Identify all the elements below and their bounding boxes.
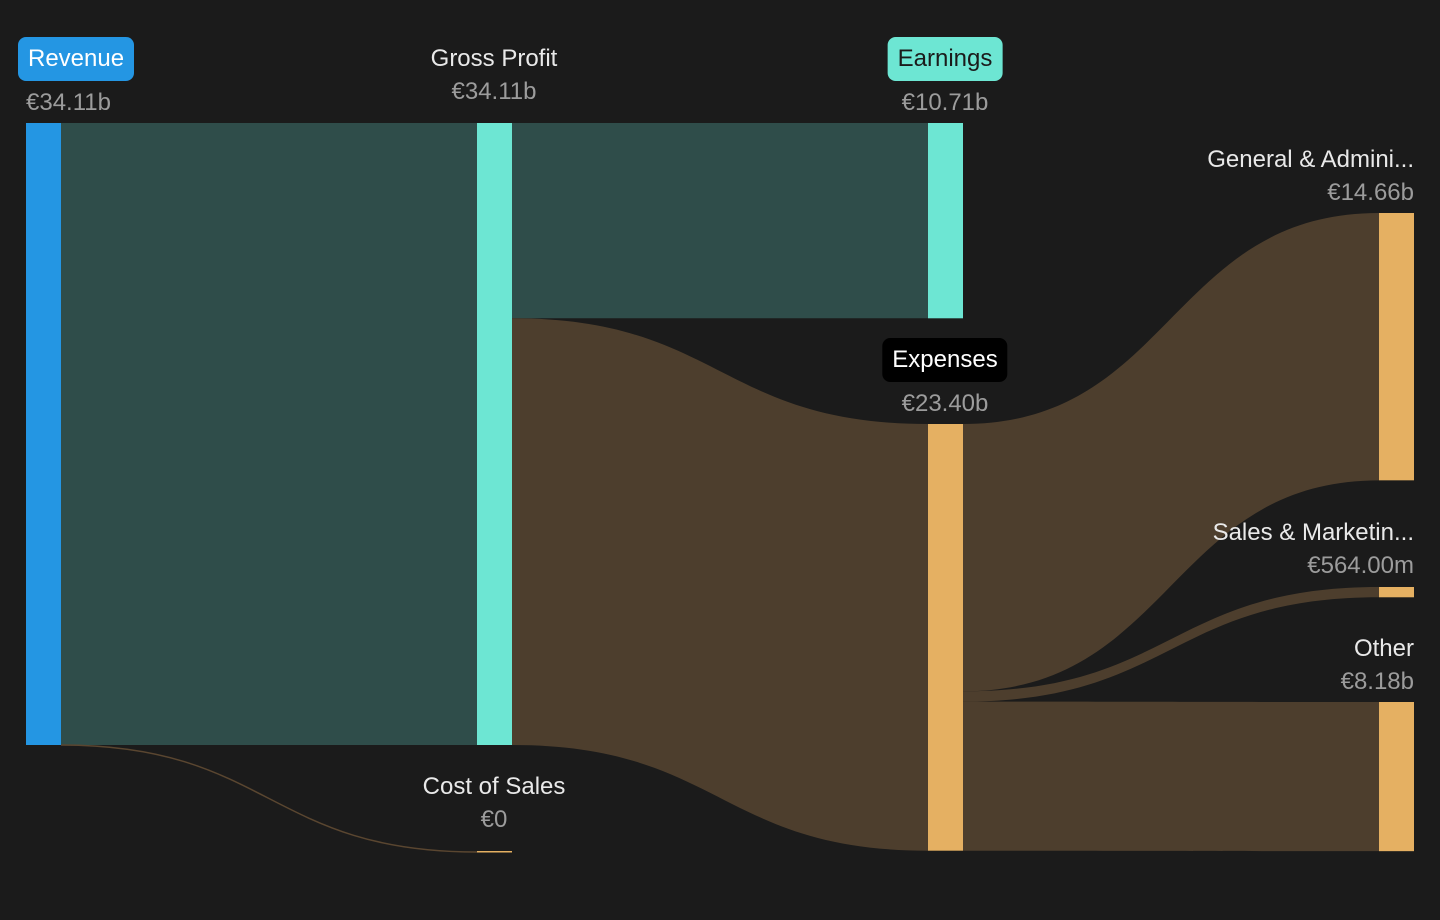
node-expenses-pill: Expenses [882, 338, 1008, 382]
link-revenue-to-gross_profit [61, 123, 477, 745]
node-bar-expenses [928, 424, 963, 851]
link-gross_profit-to-expenses [512, 318, 928, 851]
links-layer [60, 123, 1379, 853]
node-bar-other [1379, 702, 1414, 852]
nodes-layer [26, 123, 1414, 853]
link-revenue-to-cost_of_sales [60, 744, 478, 853]
node-cost-of-sales-value: €0 [480, 806, 508, 833]
node-other-name: Other [1353, 635, 1414, 662]
node-gna-value: €14.66b [1327, 179, 1414, 206]
link-expenses-to-gna [963, 213, 1379, 692]
node-gna-name: General & Admini... [1207, 146, 1414, 173]
node-cost-of-sales-name: Cost of Sales [422, 773, 566, 800]
node-gross-profit-value: €34.11b [451, 78, 537, 105]
node-earnings-value: €10.71b [901, 89, 989, 116]
node-bar-cost_of_sales [477, 851, 512, 853]
node-earnings-pill: Earnings [887, 37, 1003, 81]
node-revenue-pill: Revenue [18, 37, 135, 81]
node-snm-name: Sales & Marketin... [1212, 519, 1414, 546]
node-snm-value: €564.00m [1307, 552, 1414, 579]
node-revenue-value: €34.11b [26, 89, 111, 116]
node-bar-gross_profit [477, 123, 512, 745]
node-bar-earnings [928, 123, 963, 319]
link-expenses-to-other [963, 701, 1379, 852]
link-gross_profit-to-earnings [512, 123, 928, 319]
node-bar-snm [1379, 587, 1414, 598]
node-gross-profit-name: Gross Profit [430, 45, 558, 72]
node-bar-gna [1379, 213, 1414, 481]
link-expenses-to-snm [963, 587, 1379, 702]
node-other-value: €8.18b [1340, 668, 1414, 695]
node-bar-revenue [26, 123, 61, 745]
node-expenses-value: €23.40b [901, 390, 989, 417]
